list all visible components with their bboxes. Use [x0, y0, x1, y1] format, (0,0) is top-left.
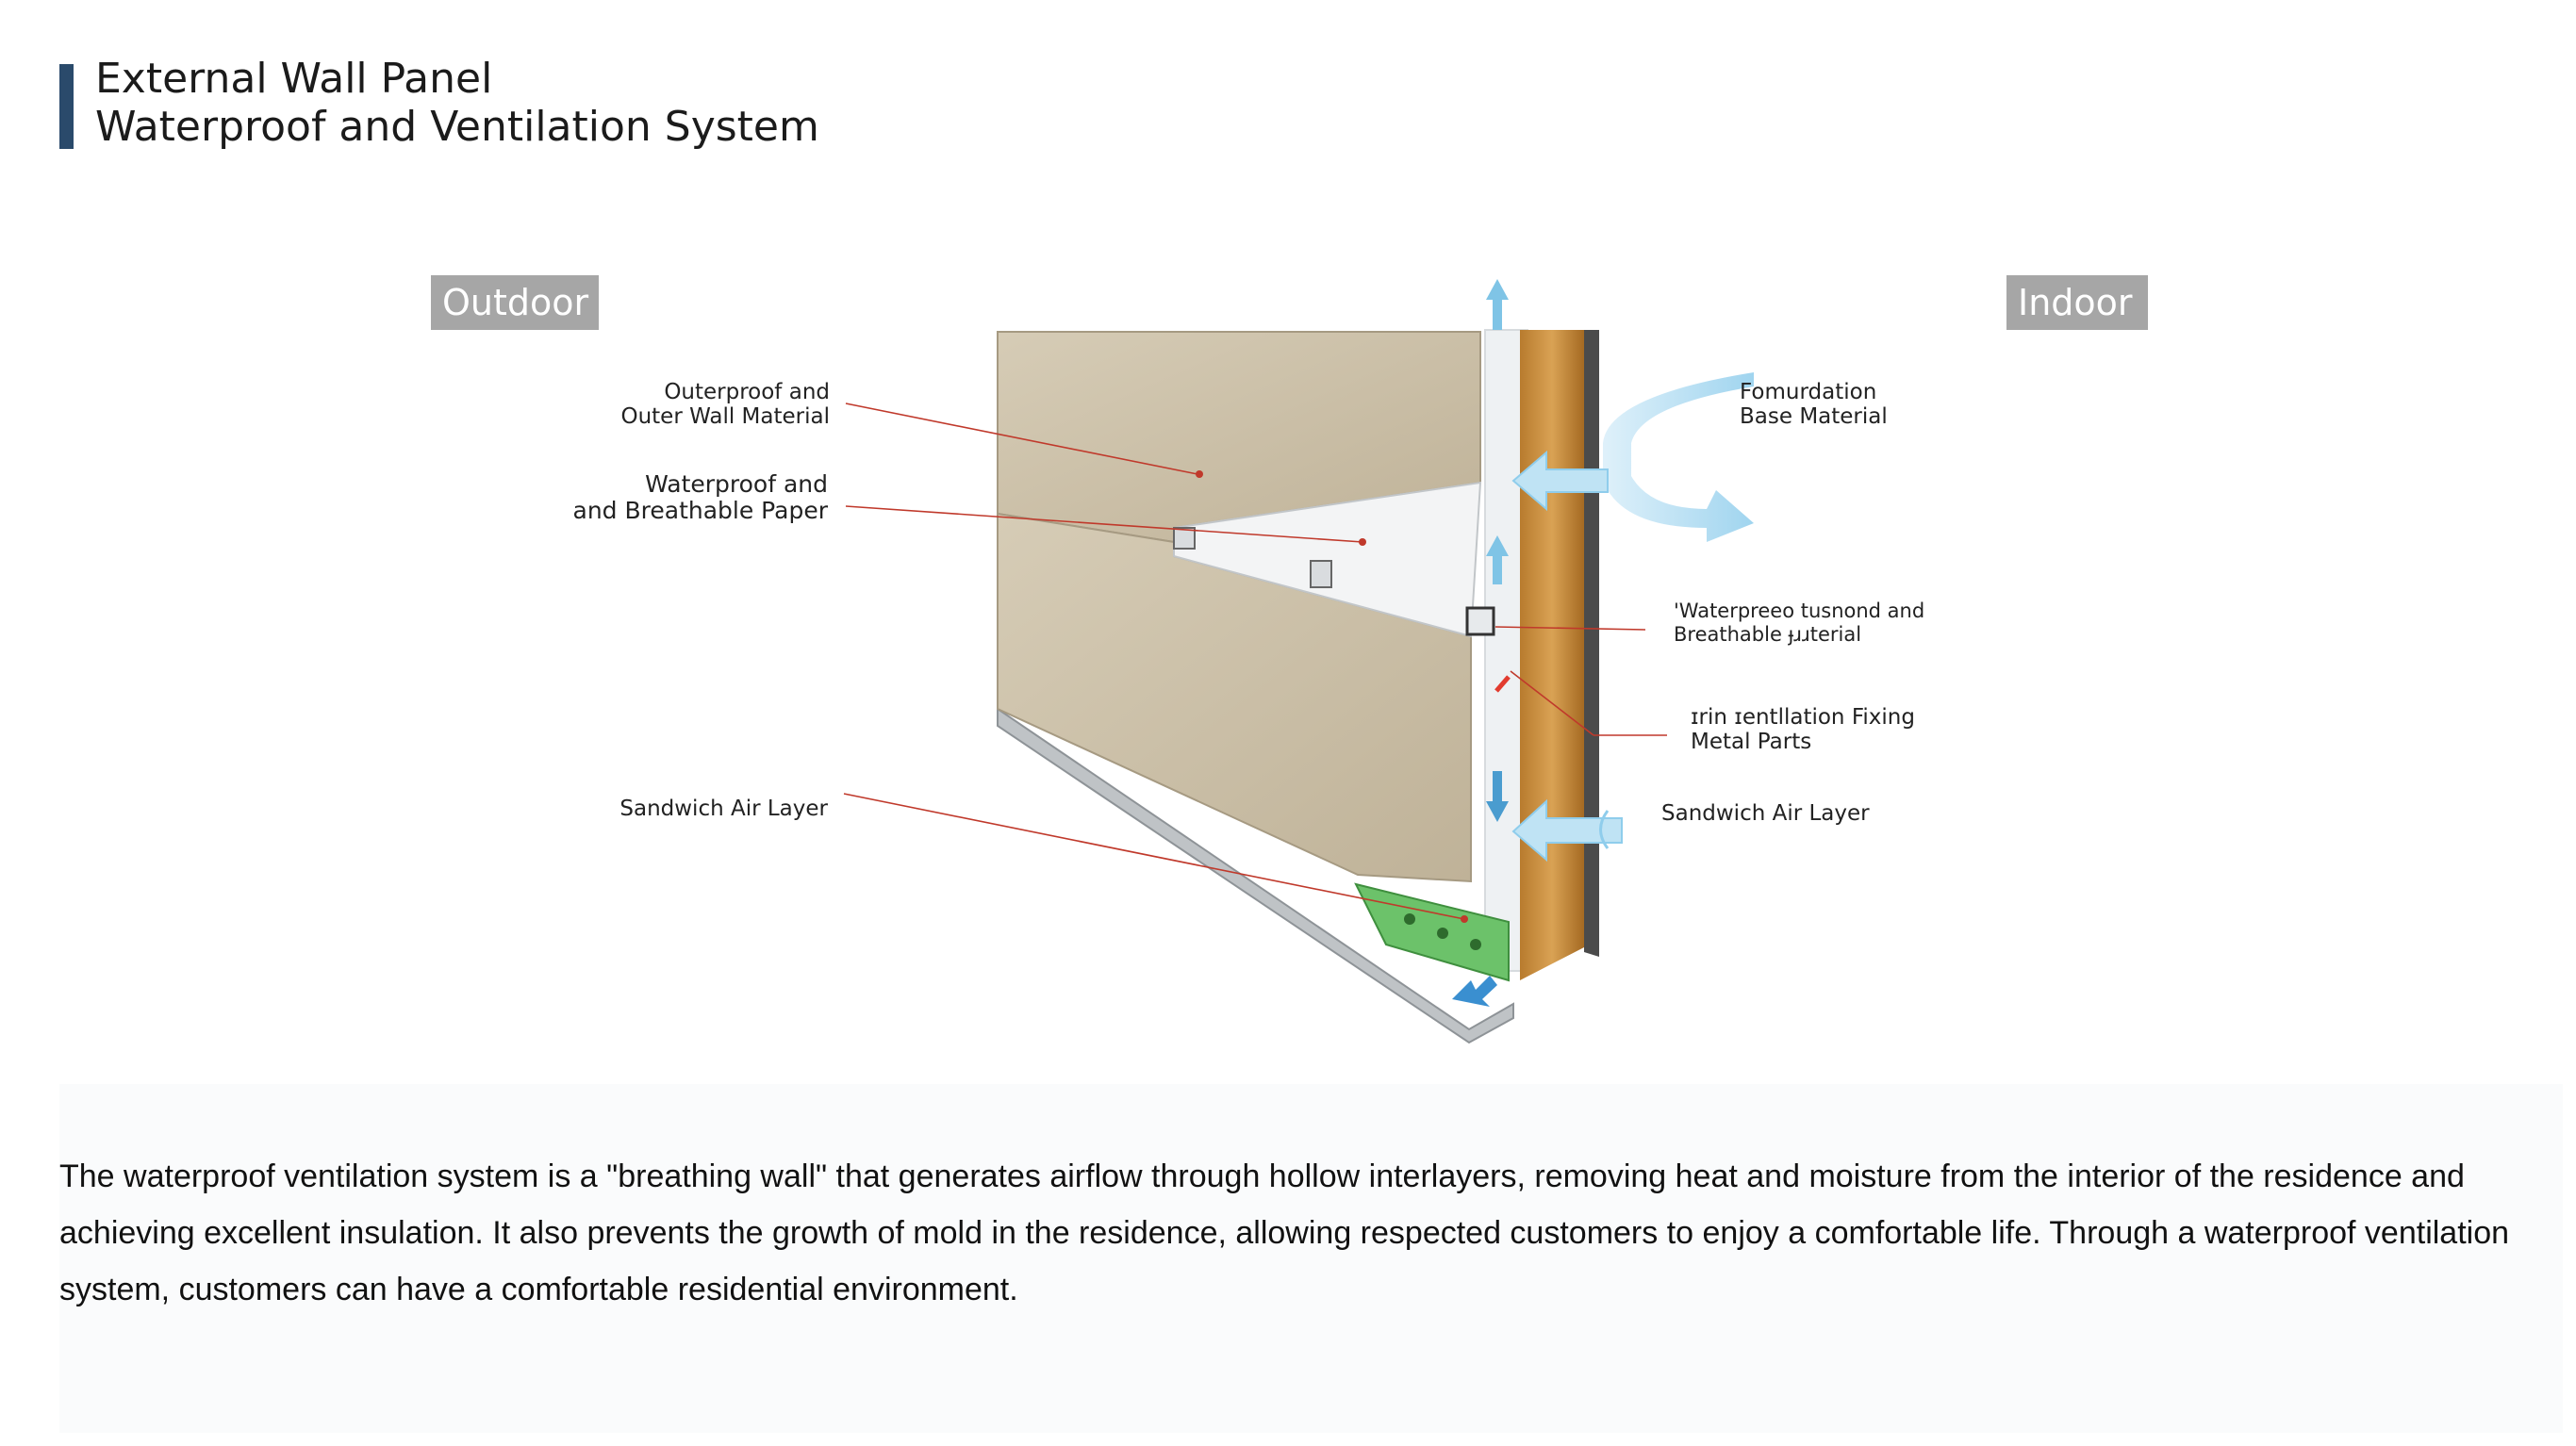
title-line-2: Waterproof and Ventilation System — [95, 103, 819, 151]
bottom-trim-rail — [997, 707, 1514, 1044]
green-ventilation-strip — [1354, 882, 1510, 982]
leader-lines — [843, 403, 1667, 923]
description-text: The waterproof ventilation system is a "… — [59, 1158, 2510, 1307]
wood-base-layer — [1520, 330, 1584, 980]
description-panel — [59, 1084, 2563, 1433]
fixing-clips — [1173, 527, 1495, 636]
callout-sandwich-air-layer-left: Sandwich Air Layer — [619, 797, 828, 821]
indoor-label: Indoor — [2006, 275, 2148, 330]
callout-foundation-base-material: Fomurdation Base Material — [1740, 380, 1888, 429]
airflow-arrows — [1452, 279, 1754, 1007]
callout-outer-wall-material: Outerproof and Outer Wall Material — [620, 380, 830, 429]
dark-outer-edge — [1584, 330, 1599, 957]
callout-ventilation-fixing-metal-parts: ɪrin ɪentllation Fixing Metal Parts — [1691, 705, 1915, 754]
title-line-1: External Wall Panel — [95, 55, 493, 103]
page-title: External Wall Panel Waterproof and Venti… — [95, 55, 819, 151]
callout-waterproof-paper: Waterproof and and Breathable Paper — [572, 470, 828, 524]
title-accent-bar — [59, 64, 74, 149]
outdoor-label: Outdoor — [431, 275, 599, 330]
callout-sandwich-air-layer-right: Sandwich Air Layer — [1661, 801, 1870, 826]
callout-waterproof-breathable-material: 'Waterpreeo tusnond and Breathable ɟɹɹte… — [1674, 600, 1925, 646]
